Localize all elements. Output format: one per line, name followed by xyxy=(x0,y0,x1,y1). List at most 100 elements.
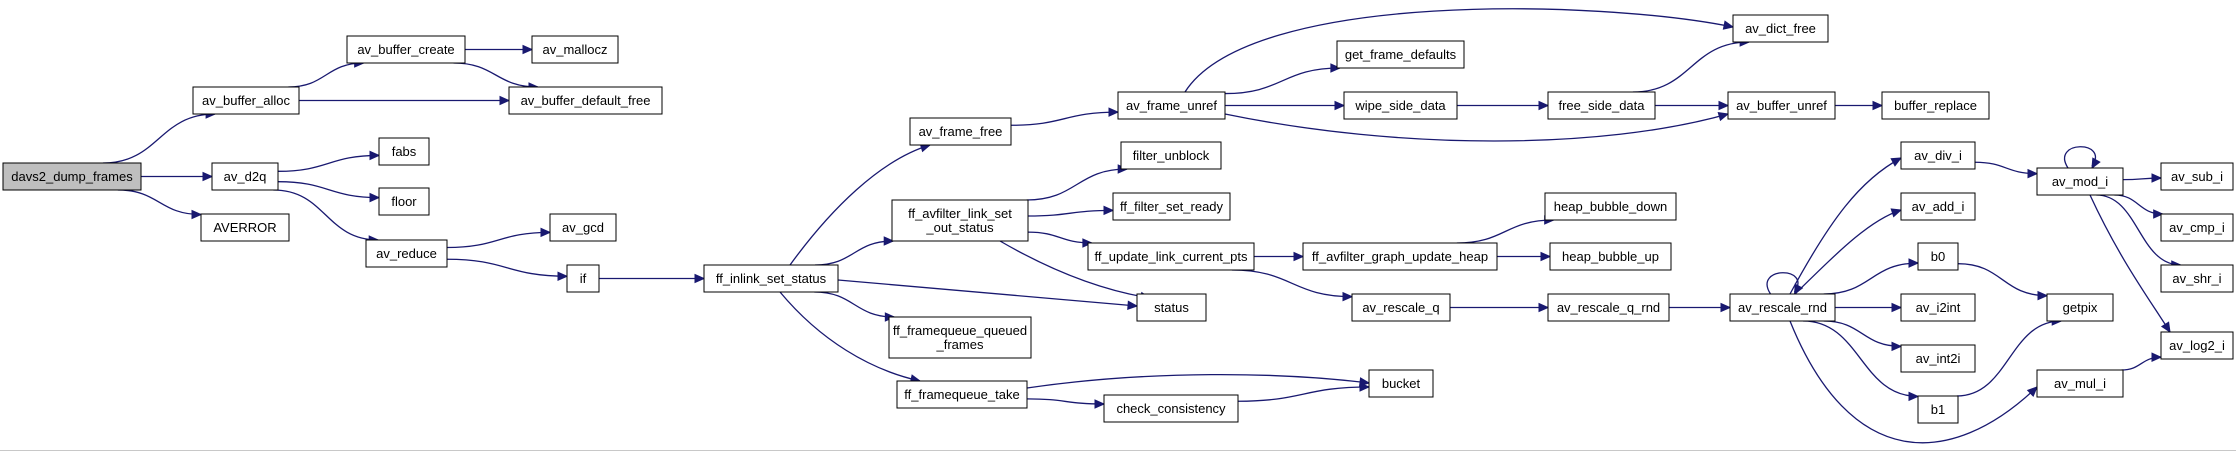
node-get-frame-defaults[interactable]: get_frame_defaults xyxy=(1336,40,1465,69)
node-box[interactable] xyxy=(1900,141,1976,170)
node-box[interactable] xyxy=(1547,293,1670,322)
node-box[interactable] xyxy=(2046,293,2114,322)
node-av-div-i[interactable]: av_div_i xyxy=(1900,141,1976,170)
node-wipe-side-data[interactable]: wipe_side_data xyxy=(1343,91,1458,120)
node-box[interactable] xyxy=(1087,242,1255,271)
node-box[interactable] xyxy=(1917,242,1959,271)
node-av-rescale-q[interactable]: av_rescale_q xyxy=(1351,293,1451,322)
node-box[interactable] xyxy=(192,86,300,115)
node-av-rescale-q-rnd[interactable]: av_rescale_q_rnd xyxy=(1547,293,1670,322)
node-box[interactable] xyxy=(508,86,663,115)
node-av-d2q[interactable]: av_d2q xyxy=(211,162,279,191)
node-av-dict-free[interactable]: av_dict_free xyxy=(1732,14,1829,43)
node-bucket[interactable]: bucket xyxy=(1368,369,1434,398)
node-box[interactable] xyxy=(1881,91,1990,120)
node-box[interactable] xyxy=(2036,369,2124,398)
node-box[interactable] xyxy=(2036,167,2124,196)
node-box[interactable] xyxy=(200,213,290,242)
node-box[interactable] xyxy=(896,380,1028,409)
node-box[interactable] xyxy=(378,187,430,216)
node-filter-unblock[interactable]: filter_unblock xyxy=(1120,141,1222,170)
node-av-frame-unref[interactable]: av_frame_unref xyxy=(1117,91,1226,120)
node-box[interactable] xyxy=(1336,40,1465,69)
node-box[interactable] xyxy=(378,137,430,166)
node-av-sub-i[interactable]: av_sub_i xyxy=(2160,162,2234,191)
node-box[interactable] xyxy=(1900,192,1976,221)
node-box[interactable] xyxy=(1343,91,1458,120)
node-av-int2i[interactable]: av_int2i xyxy=(1900,344,1976,373)
node-box[interactable] xyxy=(1368,369,1434,398)
node-av-buffer-default-free[interactable]: av_buffer_default_free xyxy=(508,86,663,115)
node-box[interactable] xyxy=(1729,293,1836,322)
node-box[interactable] xyxy=(891,199,1029,242)
node-box[interactable] xyxy=(346,35,466,64)
node-status[interactable]: status xyxy=(1136,293,1207,322)
node-box[interactable] xyxy=(909,117,1012,146)
edge-av_mod_i-to-av_log2_i xyxy=(2089,194,2171,334)
node-av-rescale-rnd[interactable]: av_rescale_rnd xyxy=(1729,293,1836,322)
node-box[interactable] xyxy=(1117,91,1226,120)
node-box[interactable] xyxy=(1136,293,1207,322)
node-box[interactable] xyxy=(1900,293,1976,322)
node-buffer-replace[interactable]: buffer_replace xyxy=(1881,91,1990,120)
node-box[interactable] xyxy=(1112,192,1231,221)
node-averror[interactable]: AVERROR xyxy=(200,213,290,242)
node-box[interactable] xyxy=(1302,242,1498,271)
node-av-shr-i[interactable]: av_shr_i xyxy=(2160,264,2234,293)
node-av-buffer-alloc[interactable]: av_buffer_alloc xyxy=(192,86,300,115)
node-av-reduce[interactable]: av_reduce xyxy=(365,239,448,268)
node-check-consistency[interactable]: check_consistency xyxy=(1103,394,1239,423)
node-heap-bubble-up[interactable]: heap_bubble_up xyxy=(1549,242,1672,271)
node-box[interactable] xyxy=(2160,162,2234,191)
node-av-buffer-create[interactable]: av_buffer_create xyxy=(346,35,466,64)
node-av-mallocz[interactable]: av_mallocz xyxy=(531,35,619,64)
node-box[interactable] xyxy=(549,213,617,242)
node-ff-inlink-set-status[interactable]: ff_inlink_set_status xyxy=(703,264,839,293)
node-heap-bubble-down[interactable]: heap_bubble_down xyxy=(1544,192,1677,221)
node-box[interactable] xyxy=(1103,394,1239,423)
node-box[interactable] xyxy=(2160,213,2234,242)
node-floor[interactable]: floor xyxy=(378,187,430,216)
node-box[interactable] xyxy=(2,162,142,191)
node-ff-framequeue-take[interactable]: ff_framequeue_take xyxy=(896,380,1028,409)
node-box[interactable] xyxy=(1351,293,1451,322)
node-av-gcd[interactable]: av_gcd xyxy=(549,213,617,242)
node-fabs[interactable]: fabs xyxy=(378,137,430,166)
node-av-log2-i[interactable]: av_log2_i xyxy=(2160,331,2234,360)
node-davs2-dump-frames[interactable]: davs2_dump_frames xyxy=(2,162,142,191)
node-box[interactable] xyxy=(566,264,600,293)
node-box[interactable] xyxy=(1727,91,1836,120)
node-ff-avfilter-link-set-out-status[interactable]: ff_avfilter_link_set_out_status xyxy=(891,199,1029,242)
node-free-side-data[interactable]: free_side_data xyxy=(1547,91,1656,120)
node-box[interactable] xyxy=(1544,192,1677,221)
node-box[interactable] xyxy=(211,162,279,191)
node-box[interactable] xyxy=(1917,395,1959,424)
node-box[interactable] xyxy=(2160,331,2234,360)
node-box[interactable] xyxy=(1732,14,1829,43)
node-box[interactable] xyxy=(1549,242,1672,271)
node-ff-update-link-current-pts[interactable]: ff_update_link_current_pts xyxy=(1087,242,1255,271)
node-av-add-i[interactable]: av_add_i xyxy=(1900,192,1976,221)
node-b0[interactable]: b0 xyxy=(1917,242,1959,271)
node-av-cmp-i[interactable]: av_cmp_i xyxy=(2160,213,2234,242)
edge-davs2_dump_frames-to-av_d2q xyxy=(141,171,214,182)
node-av-buffer-unref[interactable]: av_buffer_unref xyxy=(1727,91,1836,120)
node-box[interactable] xyxy=(1900,344,1976,373)
node-if[interactable]: if xyxy=(566,264,600,293)
node-box[interactable] xyxy=(2160,264,2234,293)
node-ff-avfilter-graph-update-heap[interactable]: ff_avfilter_graph_update_heap xyxy=(1302,242,1498,271)
node-getpix[interactable]: getpix xyxy=(2046,293,2114,322)
node-box[interactable] xyxy=(365,239,448,268)
node-av-mod-i[interactable]: av_mod_i xyxy=(2036,167,2124,196)
node-box[interactable] xyxy=(531,35,619,64)
node-box[interactable] xyxy=(1120,141,1222,170)
node-av-mul-i[interactable]: av_mul_i xyxy=(2036,369,2124,398)
node-ff-framequeue-queued-frames[interactable]: ff_framequeue_queued_frames xyxy=(888,316,1032,359)
node-box[interactable] xyxy=(888,316,1032,359)
node-av-frame-free[interactable]: av_frame_free xyxy=(909,117,1012,146)
node-av-i2int[interactable]: av_i2int xyxy=(1900,293,1976,322)
node-box[interactable] xyxy=(1547,91,1656,120)
node-ff-filter-set-ready[interactable]: ff_filter_set_ready xyxy=(1112,192,1231,221)
node-b1[interactable]: b1 xyxy=(1917,395,1959,424)
node-box[interactable] xyxy=(703,264,839,293)
